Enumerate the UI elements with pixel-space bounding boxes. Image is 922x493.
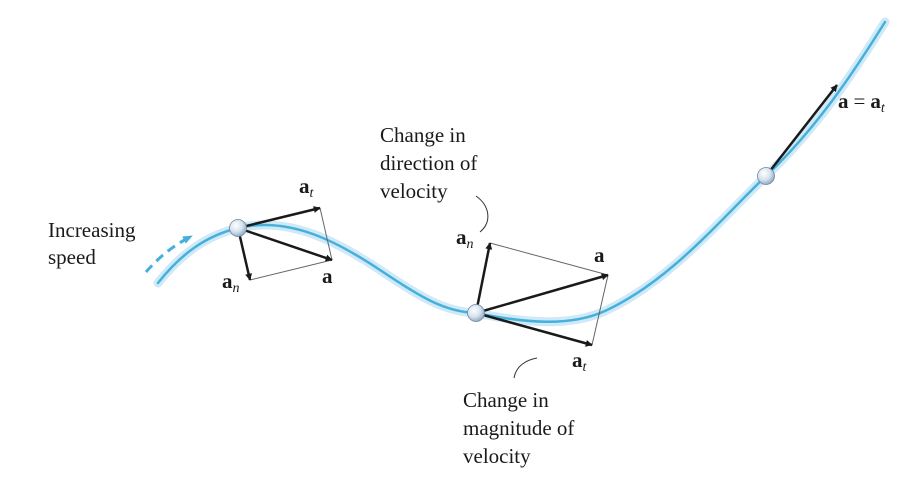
equation-rhs-sub: t — [881, 101, 886, 116]
label-an-1-a: a — [222, 269, 233, 293]
equation-lhs: a — [838, 89, 849, 113]
construction-line — [319, 207, 333, 261]
label-at-2-a: a — [572, 348, 583, 372]
change-direction-label: Change in direction of velocity — [380, 123, 483, 203]
change-magnitude-line-3: velocity — [463, 444, 531, 468]
label-an-2-sub: n — [467, 237, 474, 252]
change-magnitude-line-2: magnitude of — [463, 416, 574, 440]
change-direction-line-1: Change in — [380, 123, 466, 147]
equation-equals: = — [854, 89, 866, 113]
construction-line — [591, 274, 609, 346]
equation-rhs: a — [870, 89, 881, 113]
path-glow — [153, 17, 890, 327]
increasing-speed-arrow — [144, 234, 193, 273]
particle-1 — [229, 219, 247, 237]
label-an-2-a: a — [456, 225, 467, 249]
change-direction-line-2: direction of — [380, 151, 477, 175]
particle-2 — [467, 304, 485, 322]
magnitude-pointer-curve — [513, 357, 538, 379]
particle-3 — [757, 167, 775, 185]
construction-line — [489, 242, 609, 276]
label-an-1: an — [222, 269, 240, 296]
acceleration-arrow-2 — [475, 273, 609, 315]
label-an-1-sub: n — [233, 281, 240, 296]
label-a-1: a — [322, 264, 333, 288]
label-at-1-sub: t — [310, 186, 315, 201]
construction-line — [249, 259, 333, 281]
normal-acceleration-arrow-2 — [474, 242, 493, 314]
label-equation-a-equals-at: a=at — [838, 89, 886, 116]
label-an-2: an — [456, 225, 474, 252]
change-direction-line-3: velocity — [380, 179, 448, 203]
label-at-2: at — [572, 348, 588, 375]
acceleration-arrow-3 — [765, 84, 838, 177]
increasing-speed-line-2: speed — [48, 245, 96, 269]
change-magnitude-line-1: Change in — [463, 388, 549, 412]
acceleration-arrow-1 — [237, 226, 333, 262]
change-magnitude-label: Change in magnitude of velocity — [463, 388, 580, 468]
label-at-1: at — [299, 174, 315, 201]
direction-pointer-curve — [475, 195, 489, 233]
increasing-speed-line-1: Increasing — [48, 218, 136, 242]
label-at-1-a: a — [299, 174, 310, 198]
tangential-acceleration-arrow-1 — [237, 206, 321, 230]
tangential-acceleration-arrow-2 — [475, 311, 593, 347]
increasing-speed-label: Increasing speed — [48, 218, 141, 269]
label-a-2: a — [594, 243, 605, 267]
label-at-2-sub: t — [583, 360, 588, 375]
